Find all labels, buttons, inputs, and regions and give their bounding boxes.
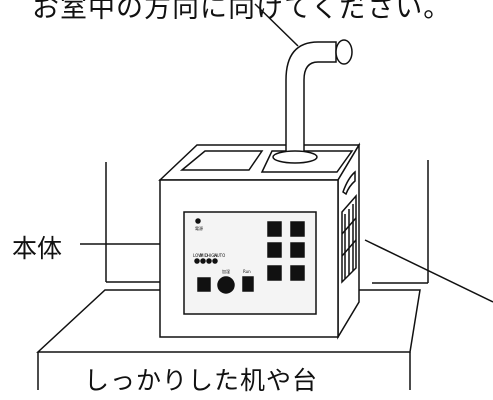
top-caption: お室中の方向に向けてください。 [32,0,452,24]
leader-line-right [364,239,493,303]
run-switch [242,276,254,292]
mode-lamp-2 [200,258,206,264]
power-switch [197,277,211,292]
panel-text-run: Run [243,269,251,274]
rocker-switch [267,265,282,281]
panel-text-low: LOW [193,253,202,258]
panel-text-high: HIGH [207,253,217,258]
pipe-outlet [335,39,353,65]
humidity-knob [217,276,235,294]
rocker-switch [290,221,305,237]
panel-text-power: 電源 [195,225,203,231]
panel-text-humid: 加湿 [222,268,230,274]
rocker-switch [267,242,282,258]
mode-lamp-4 [212,258,218,264]
mode-lamp-3 [206,258,212,264]
base-label: しっかりした机や台 [84,366,319,395]
side-handle [342,170,356,196]
body-label: 本体 [12,234,63,263]
rocker-switch [290,265,305,281]
panel-text-auto: AUTO [214,253,225,258]
rocker-switch [290,242,305,258]
rocker-switch [267,221,282,237]
top-hatch-right [260,150,354,173]
side-vent [341,194,357,284]
pipe-collar [272,150,318,164]
panel-text-mid: MID [200,253,208,258]
power-lamp [195,218,201,224]
leader-line-top [254,3,299,47]
pipe-outline [285,41,337,155]
mode-lamp-1 [194,258,200,264]
top-hatch-left [179,150,264,171]
